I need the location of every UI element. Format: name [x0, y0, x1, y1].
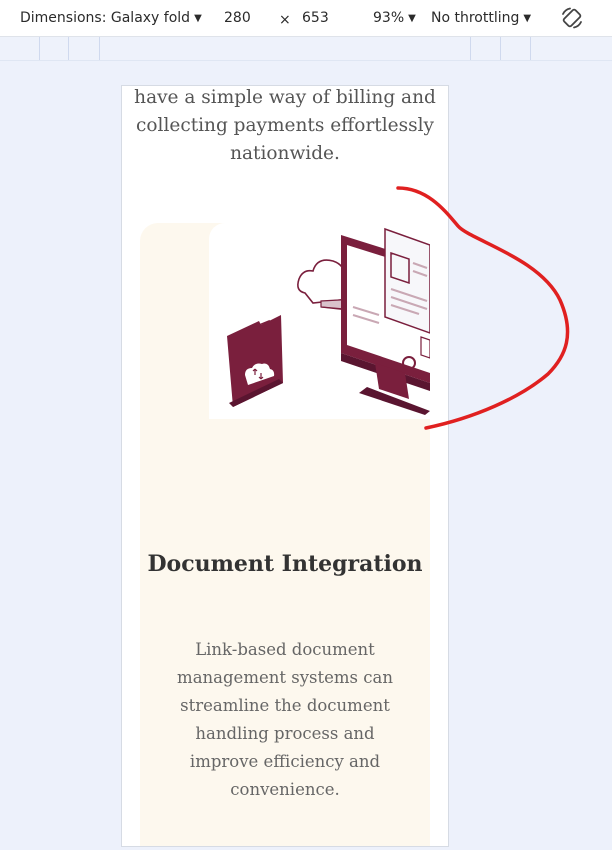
- card-title: Document Integration: [147, 551, 423, 577]
- height-input[interactable]: 653: [302, 10, 329, 26]
- ruler-tick[interactable]: [530, 37, 531, 60]
- width-input[interactable]: 280: [224, 10, 251, 26]
- chevron-down-icon: ▼: [523, 12, 532, 24]
- chevron-down-icon: ▼: [194, 12, 202, 24]
- document-cloud-integration-illustration: [209, 223, 430, 419]
- ruler-tick[interactable]: [99, 37, 100, 60]
- throttling-dropdown[interactable]: No throttling ▼: [431, 10, 531, 26]
- device-toolbar: Dimensions: Galaxy fold ▼ 280 × 653 93% …: [0, 0, 612, 37]
- monitor-illustration: [341, 227, 430, 415]
- feature-card: Document Integration Link-based document…: [140, 223, 430, 846]
- throttling-value: No throttling: [431, 10, 520, 26]
- height-value: 653: [302, 10, 329, 26]
- folder-illustration: [227, 315, 283, 407]
- device-viewport: have a simple way of billing and collect…: [121, 85, 449, 847]
- ruler-tick[interactable]: [68, 37, 69, 60]
- dimensions-dropdown[interactable]: Dimensions: Galaxy fold ▼: [20, 10, 202, 26]
- width-value: 280: [224, 10, 251, 26]
- card-description: Link-based document management systems c…: [177, 640, 393, 799]
- intro-text: have a simple way of billing and collect…: [134, 87, 436, 164]
- zoom-value: 93%: [373, 10, 405, 26]
- media-query-ruler: [0, 37, 612, 61]
- ruler-tick[interactable]: [470, 37, 471, 60]
- dimensions-label: Dimensions: Galaxy fold: [20, 10, 191, 26]
- illustration-graphic: [227, 227, 430, 415]
- ruler-tick[interactable]: [500, 37, 501, 60]
- zoom-dropdown[interactable]: 93% ▼: [373, 10, 416, 26]
- times-symbol: ×: [279, 12, 291, 28]
- ruler-tick[interactable]: [39, 37, 40, 60]
- rotate-device-icon[interactable]: [560, 6, 584, 30]
- chevron-down-icon: ▼: [408, 12, 416, 24]
